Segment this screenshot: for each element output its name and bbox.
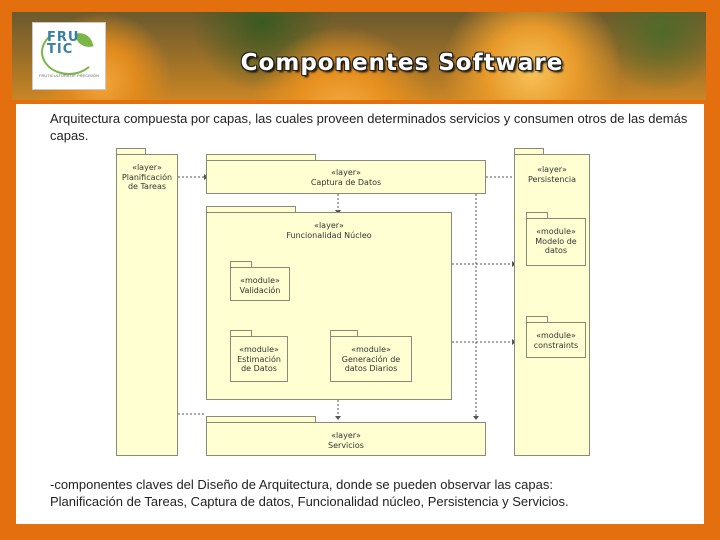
layer-planificacion: «layer» Planificación de Tareas — [116, 154, 178, 456]
header-banner: Componentes Software — [12, 12, 706, 100]
module-stereotype: «module» — [527, 227, 585, 236]
module-name: Modelo de datos — [531, 237, 581, 255]
layer-name: Servicios — [207, 441, 485, 450]
outro-text: -componentes claves del Diseño de Arquit… — [50, 476, 690, 510]
layer-stereotype: «layer» — [207, 221, 451, 230]
slide-content: Arquitectura compuesta por capas, las cu… — [16, 104, 704, 524]
frutic-logo: FRU TIC FRUTICULTURA DE PRECISIÓN — [32, 22, 106, 90]
layer-name: Persistencia — [515, 175, 589, 184]
layer-stereotype: «layer» — [117, 163, 177, 172]
layer-name: Captura de Datos — [207, 178, 485, 187]
layer-stereotype: «layer» — [515, 165, 589, 174]
module-modelo-datos: «module» Modelo de datos — [526, 218, 586, 266]
logo-text: FRU TIC — [47, 32, 73, 56]
layer-persistencia: «layer» Persistencia — [514, 154, 590, 456]
module-constraints: «module» constraints — [526, 322, 586, 358]
layer-stereotype: «layer» — [207, 168, 485, 177]
layer-name: Funcionalidad Núcleo — [207, 231, 451, 240]
layer-servicios: «layer» Servicios — [206, 422, 486, 456]
outro-line-2: Planificación de Tareas, Captura de dato… — [50, 493, 690, 510]
logo-subtitle: FRUTICULTURA DE PRECISIÓN — [39, 73, 99, 78]
module-name: Generación de datos Diarios — [337, 355, 405, 373]
module-name: constraints — [527, 341, 585, 350]
layer-captura: «layer» Captura de Datos — [206, 160, 486, 194]
module-stereotype: «module» — [527, 331, 585, 340]
module-name: Estimación de Datos — [233, 355, 285, 373]
slide-title: Componentes Software — [202, 50, 602, 76]
module-generacion: «module» Generación de datos Diarios — [330, 336, 412, 382]
logo-line2: TIC — [47, 42, 73, 57]
module-stereotype: «module» — [331, 345, 411, 354]
outro-line-1: -componentes claves del Diseño de Arquit… — [50, 476, 690, 493]
layer-name: Planificación de Tareas — [119, 173, 175, 191]
arrowhead-icon — [473, 416, 479, 420]
arrowhead-icon — [335, 416, 341, 420]
layer-stereotype: «layer» — [207, 431, 485, 440]
module-stereotype: «module» — [231, 276, 289, 285]
module-stereotype: «module» — [231, 345, 287, 354]
module-estimacion: «module» Estimación de Datos — [230, 336, 288, 382]
module-validacion: «module» Validación — [230, 267, 290, 301]
architecture-diagram: «layer» Planificación de Tareas «layer» … — [16, 104, 704, 524]
module-name: Validación — [231, 286, 289, 295]
